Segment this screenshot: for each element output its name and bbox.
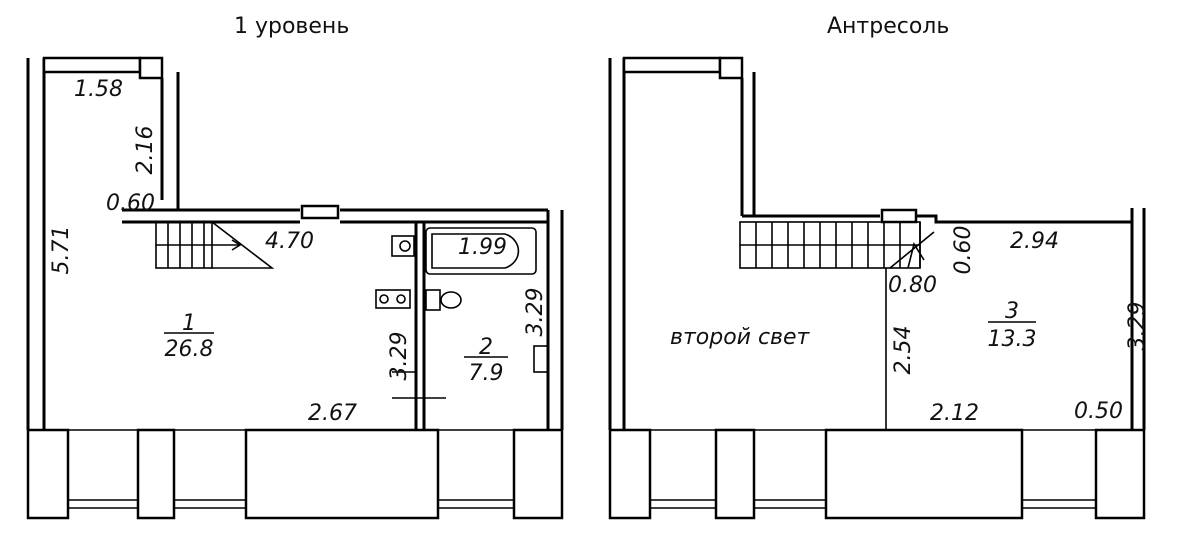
- right-bottom-wall: [608, 428, 1146, 520]
- kitchen-sink: [391, 235, 415, 257]
- bathtub: [425, 227, 537, 275]
- dim-2-67: 2.67: [308, 401, 357, 426]
- right-outer-walls: [608, 56, 1146, 430]
- bathtub-inner: [431, 233, 520, 269]
- room-3-area: 13.3: [988, 327, 1037, 352]
- dim-1-58: 1.58: [74, 77, 123, 102]
- room-3-number: 3: [1005, 299, 1019, 324]
- room-1-number: 1: [182, 311, 196, 336]
- right-staircase: [739, 221, 935, 269]
- dim-3-29-partition: 3.29: [387, 332, 412, 381]
- title-level-1: 1 уровень: [234, 14, 350, 39]
- second-light-label: второй свет: [670, 325, 811, 350]
- stove: [375, 289, 411, 309]
- room-1-label: 1 26.8: [164, 311, 214, 362]
- dim-0-50: 0.50: [1074, 399, 1123, 424]
- toilet: [440, 291, 462, 309]
- dim-3-29-bathroom: 3.29: [523, 288, 548, 337]
- room-2-number: 2: [479, 335, 493, 360]
- dim-3-29-right: 3.29: [1125, 302, 1150, 351]
- right-plan: 0.60 2.94 0.80 2.54 3.29 2.12 0.50 второ…: [608, 56, 1150, 520]
- left-plan: 1.58 2.16 0.60 5.71 4.70 1.99 3.29 3.29 …: [26, 56, 564, 520]
- room-2-area: 7.9: [469, 361, 504, 386]
- left-bottom-wall: [26, 428, 564, 520]
- dim-0-80: 0.80: [888, 273, 937, 298]
- washbasin: [533, 345, 549, 373]
- dim-2-54: 2.54: [891, 326, 916, 375]
- dim-0-60: 0.60: [106, 191, 155, 216]
- room-3-label: 3 13.3: [988, 299, 1037, 352]
- dim-2-16: 2.16: [133, 126, 158, 175]
- dim-2-12: 2.12: [930, 401, 979, 426]
- dim-0-60-right: 0.60: [951, 226, 976, 275]
- room-1-area: 26.8: [165, 337, 214, 362]
- left-fixtures: [375, 227, 549, 399]
- title-mezzanine: Антресоль: [827, 14, 950, 39]
- dim-2-94: 2.94: [1010, 229, 1059, 254]
- dim-4-70: 4.70: [265, 229, 314, 254]
- left-staircase: [155, 221, 275, 269]
- room-2-label: 2 7.9: [464, 335, 508, 386]
- dim-1-99: 1.99: [458, 235, 507, 260]
- dim-5-71: 5.71: [49, 226, 74, 275]
- toilet-tank: [425, 289, 441, 311]
